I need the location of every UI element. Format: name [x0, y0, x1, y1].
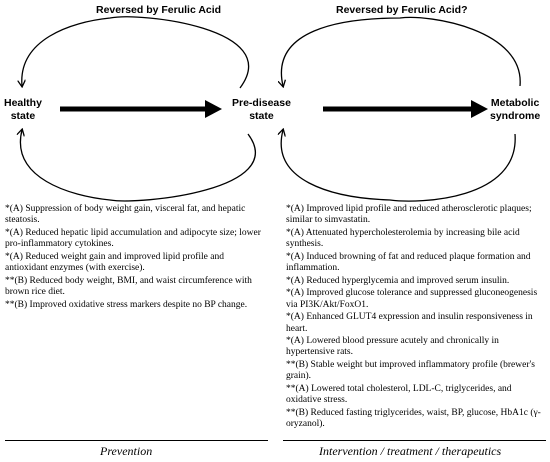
predisease-to-metabolic-arrow [323, 100, 488, 118]
prevention-item: *(A) Suppression of body weight gain, vi… [5, 204, 246, 226]
prevention-item: **(B) Improved oxidative stress markers … [5, 299, 248, 310]
prevention-item: **(B) Reduced body weight, BMI, and wais… [5, 275, 252, 297]
node-predisease-state: Pre-disease state [232, 97, 291, 122]
intervention-item: *(A) Improved lipid profile and reduced … [286, 204, 532, 226]
intervention-list: *(A) Improved lipid profile and reduced … [286, 204, 546, 432]
node-healthy-state: Healthy state [4, 97, 42, 122]
left-bottom-arc-arrow [20, 130, 256, 202]
prevention-item: *(A) Reduced hepatic lipid accumulation … [5, 227, 261, 250]
right-title: Reversed by Ferulic Acid? [336, 4, 468, 16]
intervention-item: **(B) Reduced fasting triglycerides, wai… [286, 407, 541, 430]
intervention-item: *(A) Induced browning of fat and reduced… [286, 251, 531, 274]
right-bottom-arc-arrow [281, 130, 516, 202]
intervention-item: **(A) Lowered total cholesterol, LDL-C, … [286, 384, 512, 406]
right-top-arc-arrow [281, 16, 521, 86]
intervention-footer: Intervention / treatment / therapeutics [319, 444, 502, 458]
intervention-item: **(B) Stable weight but improved inflamm… [286, 360, 535, 382]
intervention-item: *(A) Attenuated hypercholesterolemia by … [286, 227, 520, 250]
intervention-item: *(A) Improved glucose tolerance and supp… [286, 288, 538, 310]
intervention-divider [283, 440, 546, 441]
node-metabolic-syndrome: Metabolic syndrome [490, 97, 541, 122]
intervention-item: *(A) Lowered blood pressure acutely and … [286, 336, 499, 358]
prevention-list: *(A) Suppression of body weight gain, vi… [5, 204, 267, 312]
intervention-item: *(A) Enhanced GLUT4 expression and insul… [286, 312, 533, 334]
healthy-to-predisease-arrow [60, 100, 222, 118]
left-top-arc-arrow [22, 16, 250, 89]
prevention-item: *(A) Reduced weight gain and improved li… [5, 251, 224, 274]
intervention-item: *(A) Reduced hyperglycemia and improved … [286, 275, 510, 286]
prevention-divider [5, 440, 268, 441]
left-title: Reversed by Ferulic Acid [96, 4, 222, 16]
prevention-footer: Prevention [100, 444, 153, 458]
